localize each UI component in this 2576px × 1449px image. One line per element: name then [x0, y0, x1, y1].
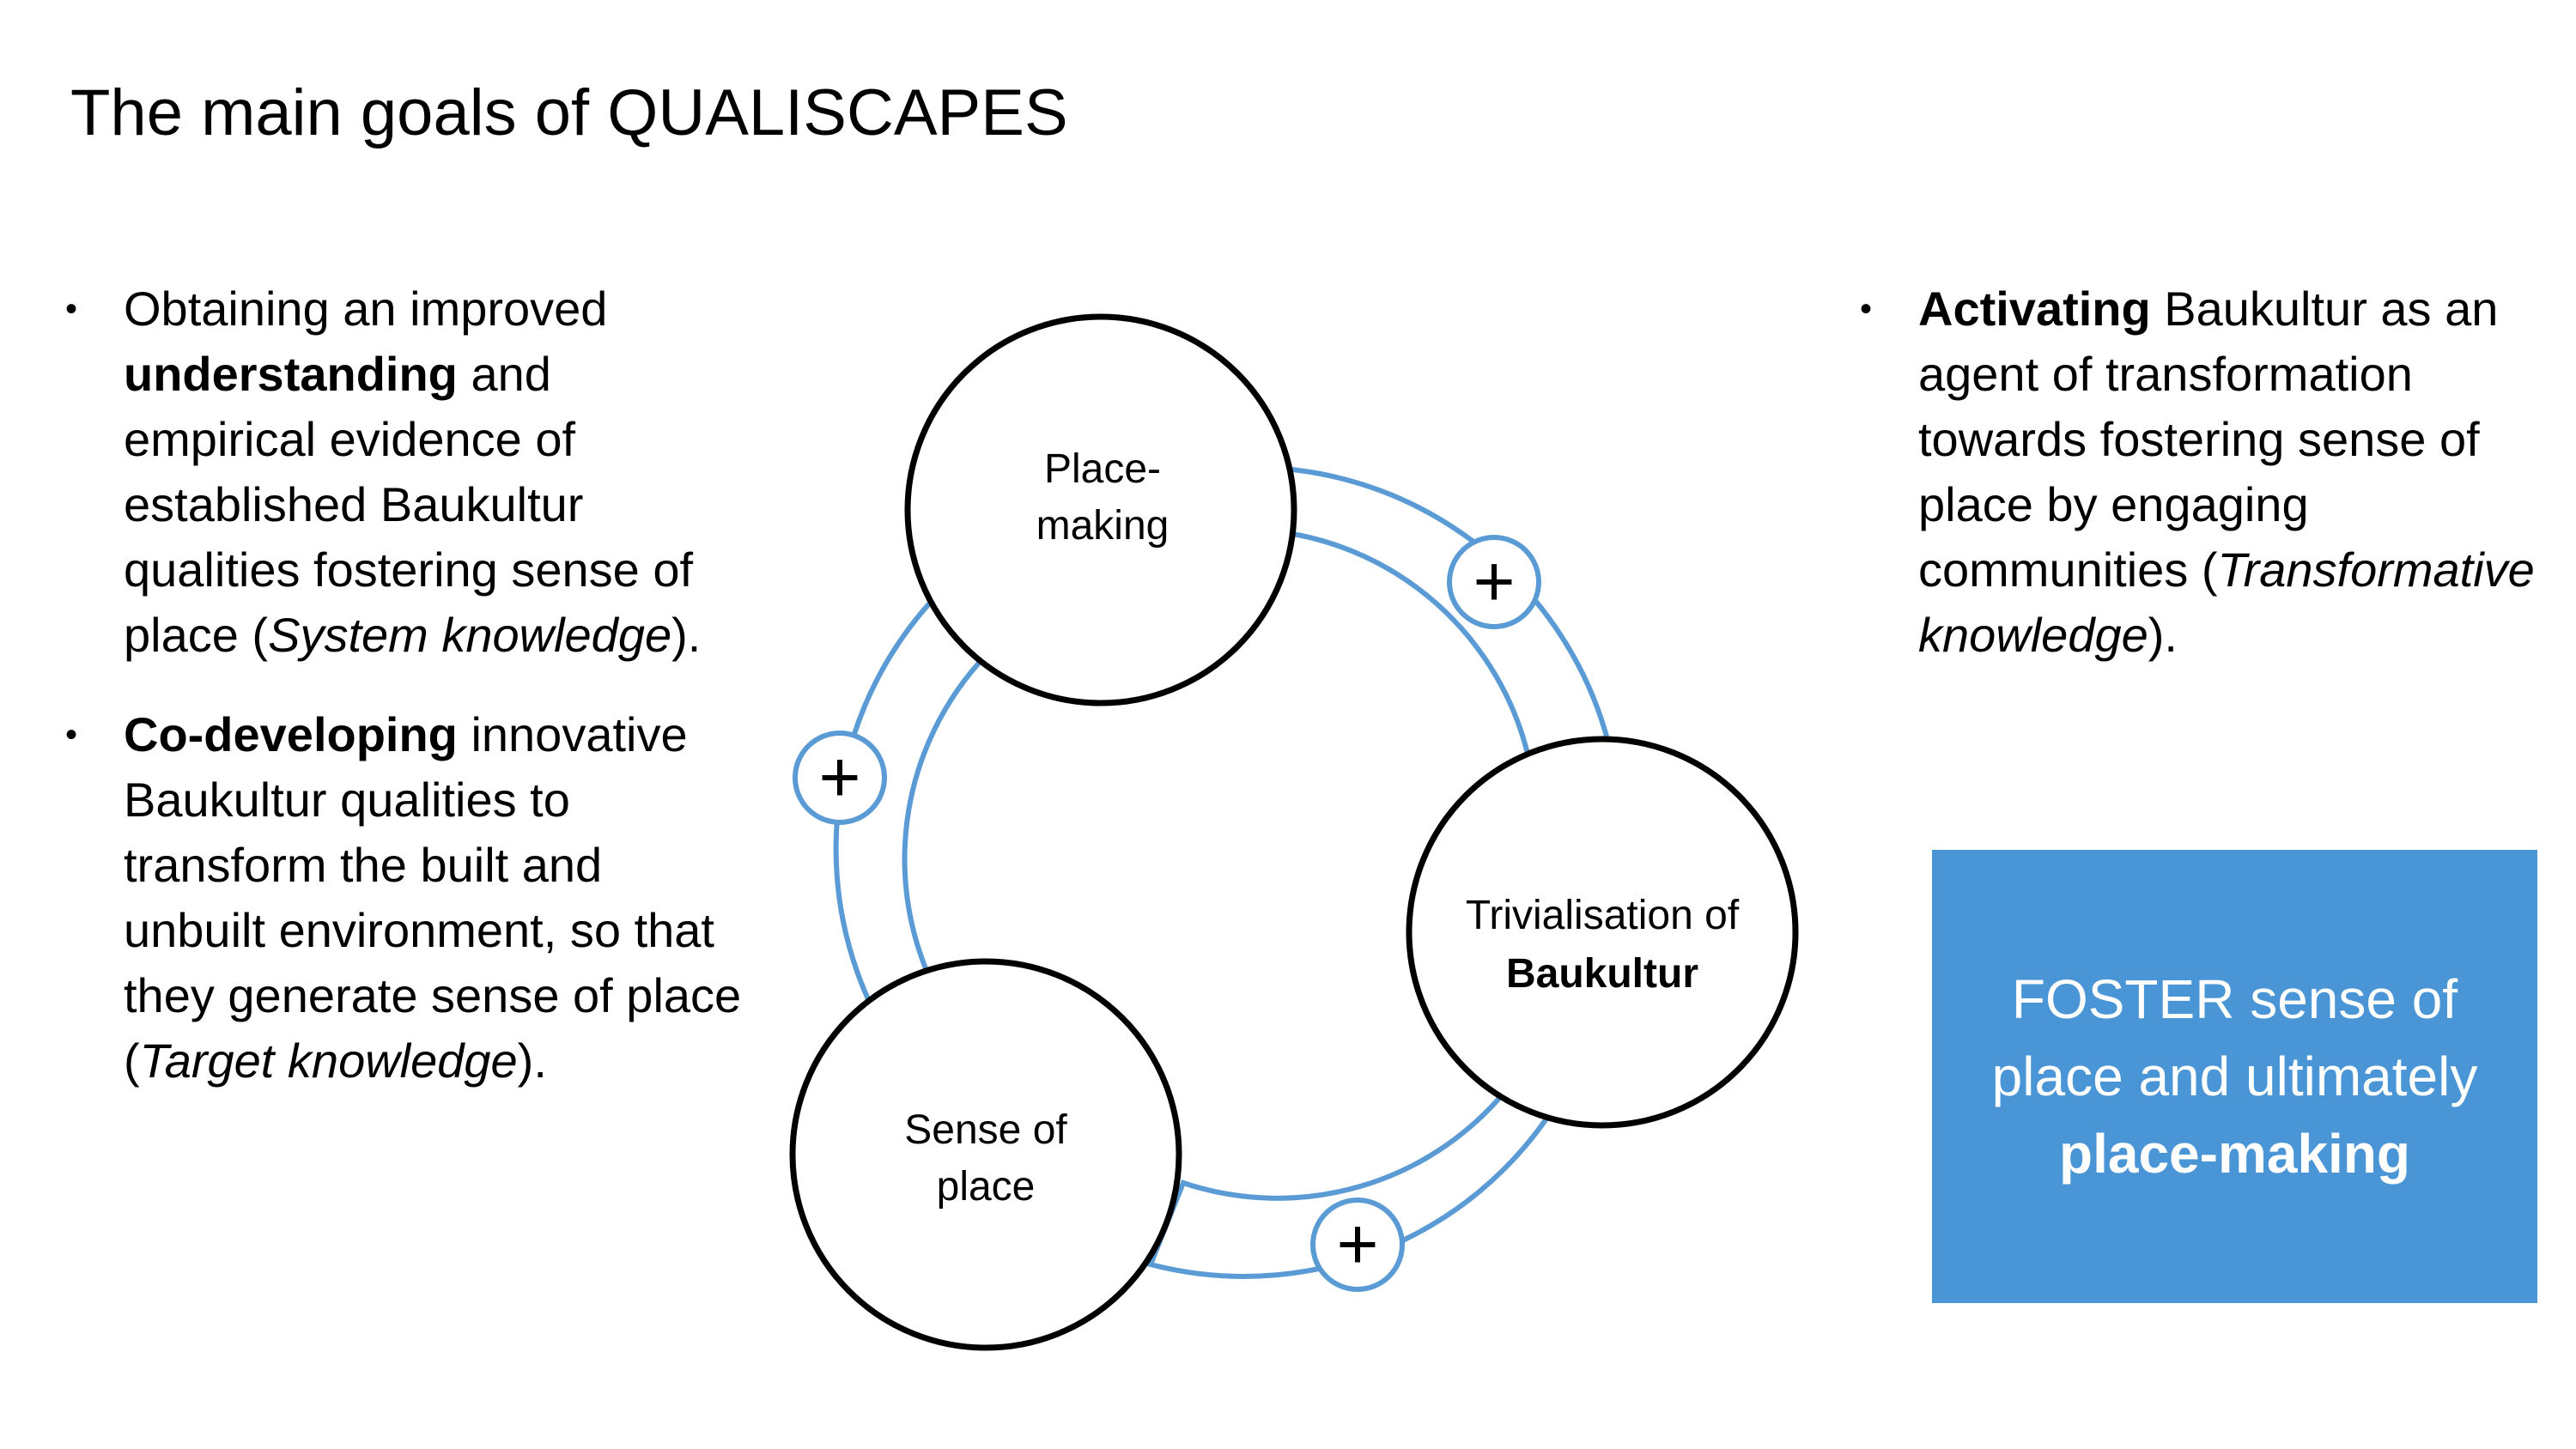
cycle-arrow-trivialisation-to-sense — [1146, 1009, 1586, 1279]
bullet-text-segment: ). — [517, 1034, 547, 1088]
node-label-place-making-2: making — [1036, 503, 1170, 549]
plus-badge-left: + — [793, 731, 887, 825]
node-label-trivialisation-1: Trivialisation of — [1466, 893, 1740, 938]
node-label-sense-of-place-1: Sense of — [904, 1107, 1067, 1153]
bullet-item: Co-developing innovative Baukultur quali… — [65, 702, 752, 1094]
bullet-text-segment: Activating — [1918, 282, 2151, 336]
foster-line-2: place and ultimately — [1991, 1046, 2478, 1107]
plus-icon: + — [818, 737, 860, 817]
bullet-text-segment: System knowledge — [268, 608, 672, 662]
node-sense-of-place — [789, 958, 1182, 1351]
bullet-item: Activating Baukultur as an agent of tran… — [1860, 276, 2547, 668]
bullet-text-segment: ). — [2148, 608, 2178, 662]
node-place-making — [904, 313, 1297, 706]
node-label-trivialisation-2: Baukultur — [1506, 951, 1698, 997]
plus-icon: + — [1336, 1203, 1378, 1284]
foster-callout-box: FOSTER sense of place and ultimately pla… — [1932, 850, 2537, 1303]
bullet-text-segment: and empirical evidence of established Ba… — [124, 347, 694, 662]
bullet-item: Obtaining an improved understanding and … — [65, 276, 752, 668]
node-label-place-making-1: Place- — [1044, 446, 1161, 492]
bullet-text-segment: Co-developing — [124, 707, 458, 761]
plus-badge-top-right: + — [1447, 535, 1541, 629]
right-bullet-list: Activating Baukultur as an agent of tran… — [1860, 276, 2547, 668]
bullet-text-segment: ). — [671, 608, 702, 662]
slide-title: The main goals of QUALISCAPES — [70, 76, 1068, 149]
bullet-text-segment: understanding — [124, 347, 458, 401]
plus-icon: + — [1473, 541, 1515, 621]
left-bullet-list: Obtaining an improved understanding and … — [65, 276, 752, 1094]
plus-badge-bottom: + — [1310, 1197, 1405, 1292]
bullet-text-segment: Target knowledge — [139, 1034, 518, 1088]
bullet-text-segment: Baukultur as an agent of transformation … — [1918, 282, 2499, 597]
node-label-sense-of-place-2: place — [937, 1164, 1036, 1210]
node-trivialisation — [1406, 736, 1799, 1129]
bullet-text-segment: Transformative knowledge — [1918, 543, 2535, 662]
foster-line-1: FOSTER sense of — [2011, 968, 2458, 1030]
foster-line-3: place-making — [2058, 1123, 2411, 1185]
bullet-text-segment: Obtaining an improved — [124, 282, 608, 336]
bullet-text-segment: innovative Baukultur qualities to transf… — [124, 707, 742, 1088]
